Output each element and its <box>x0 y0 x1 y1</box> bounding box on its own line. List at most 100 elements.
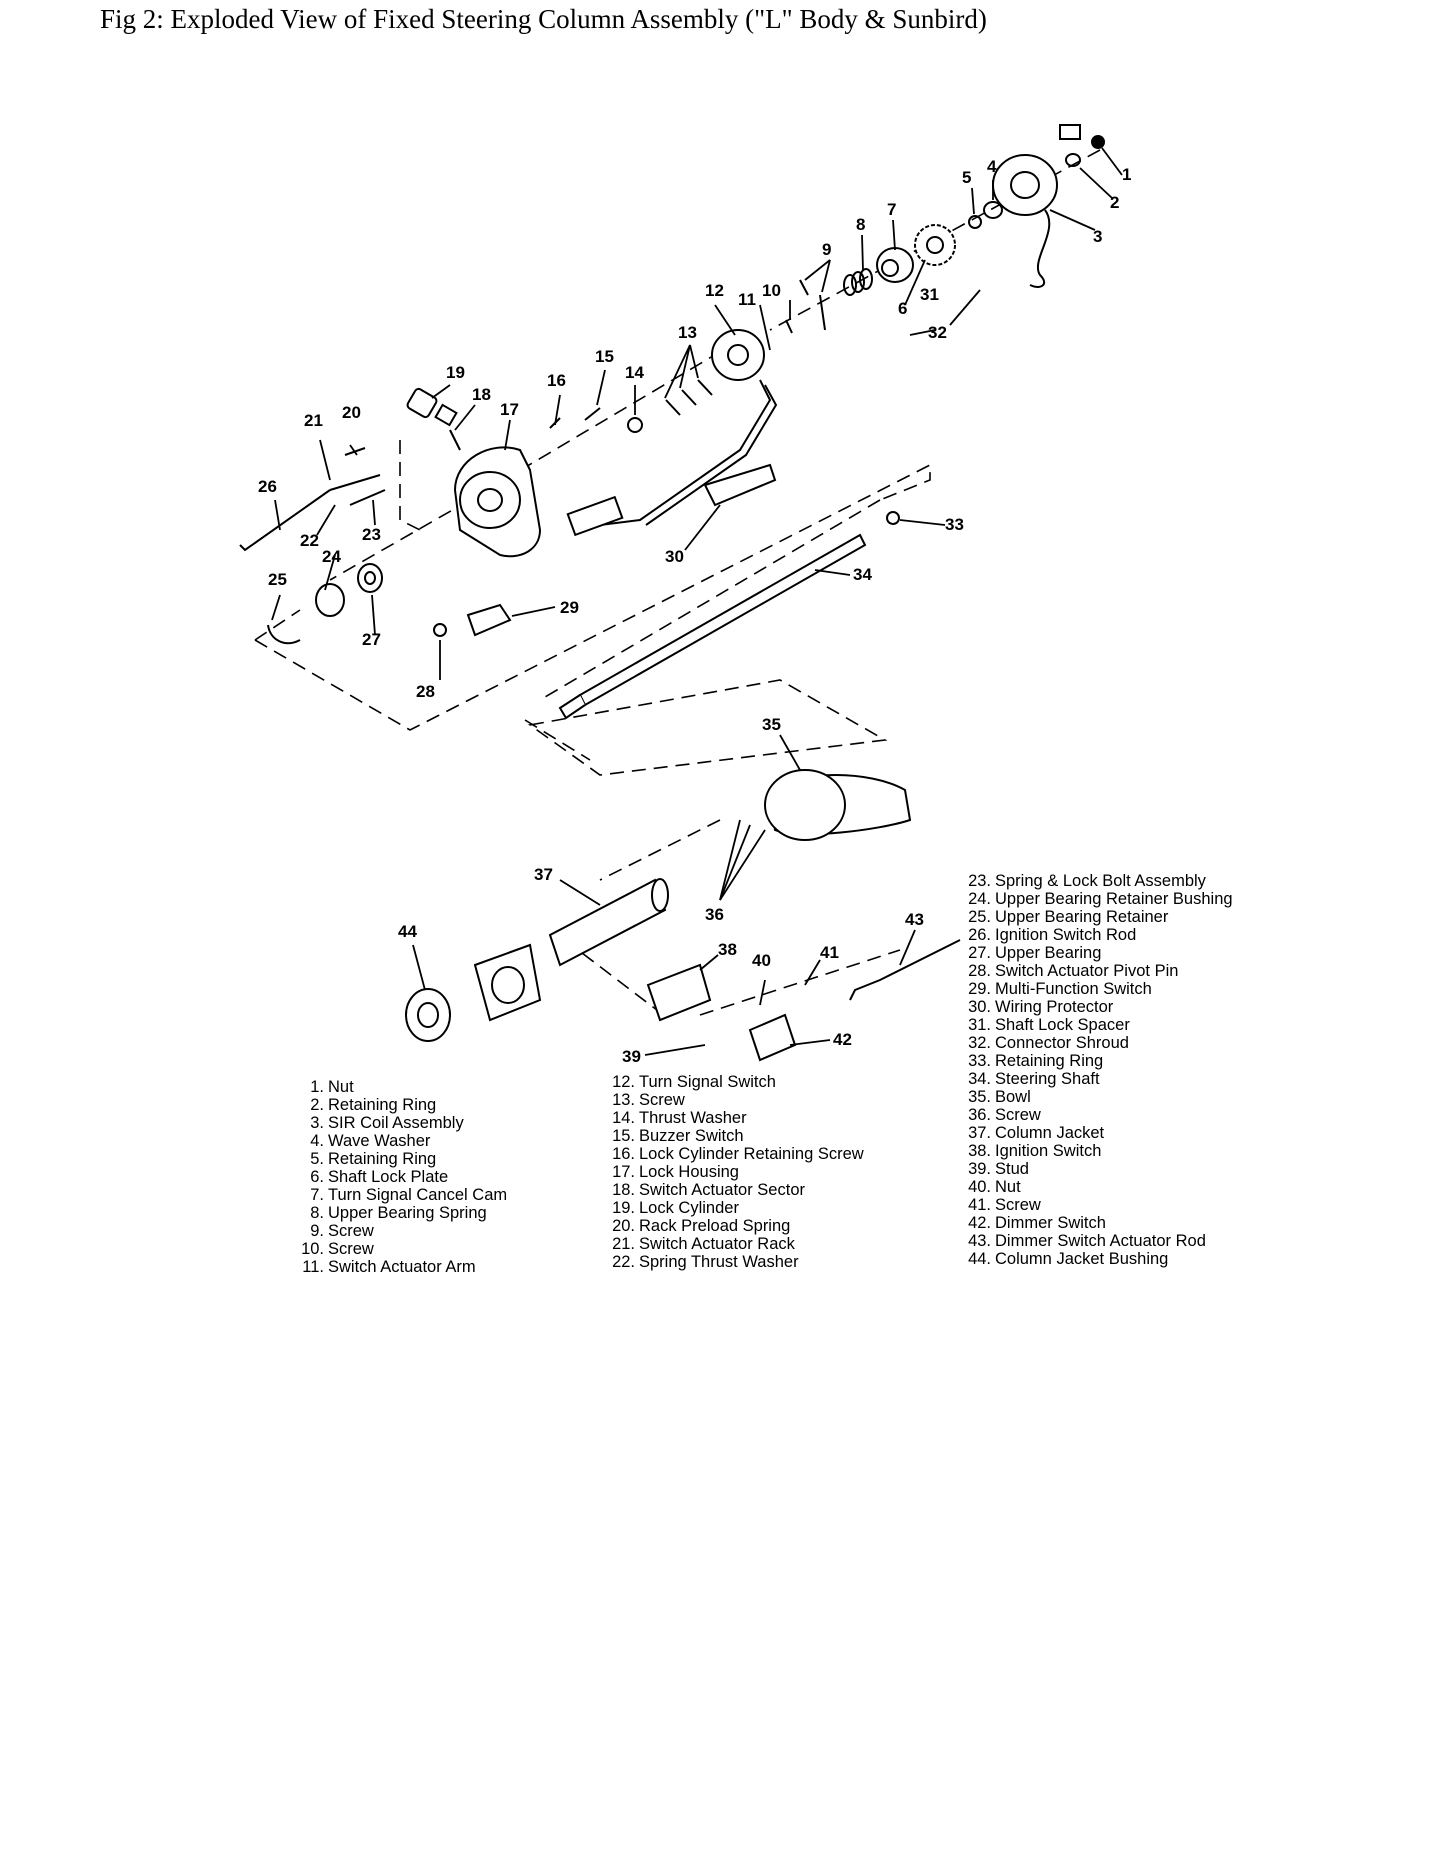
legend-label: Shaft Lock Spacer <box>995 1016 1130 1034</box>
legend-number: 10. <box>301 1240 324 1258</box>
callout-11: 11 <box>738 290 756 309</box>
legend-number: 12. <box>612 1073 635 1091</box>
legend-label: Turn Signal Cancel Cam <box>328 1186 508 1204</box>
legend-label: Turn Signal Switch <box>639 1073 776 1091</box>
legend-label: Screw <box>328 1222 374 1240</box>
legend-number: 33. <box>968 1052 991 1070</box>
legend-label: Retaining Ring <box>328 1150 437 1168</box>
legend-item: 29.Multi-Function Switch <box>963 980 1233 998</box>
callout-2: 2 <box>1110 193 1119 212</box>
callout-14: 14 <box>625 363 644 382</box>
legend-item: 40.Nut <box>963 1178 1233 1196</box>
column-jacket-bushing <box>405 988 451 1042</box>
legend-number: 31. <box>968 1016 991 1034</box>
legend-label: Ignition Switch Rod <box>995 926 1137 944</box>
legend-label: Lock Housing <box>639 1163 739 1181</box>
column-jacket <box>473 878 669 1022</box>
callout-29: 29 <box>560 598 579 617</box>
legend-number: 13. <box>612 1091 635 1109</box>
turn-signal-switch <box>566 329 778 537</box>
callout-35: 35 <box>762 715 781 734</box>
legend-item: 3.SIR Coil Assembly <box>296 1114 507 1132</box>
legend-label: Switch Actuator Sector <box>639 1181 805 1199</box>
legend-number: 35. <box>968 1088 991 1106</box>
legend-label: Nut <box>995 1178 1021 1196</box>
legend-label: Thrust Washer <box>639 1109 747 1127</box>
legend-item: 33.Retaining Ring <box>963 1052 1233 1070</box>
legend-item: 9.Screw <box>296 1222 507 1240</box>
legend-number: 27. <box>968 944 991 962</box>
callout-5: 5 <box>962 168 971 187</box>
nut-part <box>1091 135 1105 149</box>
callout-4: 4 <box>987 157 997 176</box>
legend-number: 7. <box>310 1186 324 1204</box>
legend-label: SIR Coil Assembly <box>328 1114 464 1132</box>
legend-number: 34. <box>968 1070 991 1088</box>
lock-cylinder <box>406 387 461 451</box>
shaft-lock-plate <box>914 224 956 266</box>
legend-item: 4.Wave Washer <box>296 1132 507 1150</box>
legend-item: 20.Rack Preload Spring <box>607 1217 864 1235</box>
legend-number: 11. <box>302 1258 324 1276</box>
legend-label: Buzzer Switch <box>639 1127 744 1145</box>
legend-number: 43. <box>968 1232 991 1250</box>
callout-13: 13 <box>678 323 697 342</box>
legend-number: 14. <box>612 1109 635 1127</box>
legend-item: 2.Retaining Ring <box>296 1096 507 1114</box>
callout-36: 36 <box>705 905 724 924</box>
legend-number: 24. <box>968 890 991 908</box>
legend-label: Ignition Switch <box>995 1142 1102 1160</box>
legend-number: 23. <box>968 872 991 890</box>
legend-item: 13.Screw <box>607 1091 864 1109</box>
callout-44: 44 <box>398 922 417 941</box>
legend-label: Switch Actuator Pivot Pin <box>995 962 1179 980</box>
legend-label: Rack Preload Spring <box>639 1217 791 1235</box>
legend-item: 31.Shaft Lock Spacer <box>963 1016 1233 1034</box>
legend-label: Upper Bearing Retainer Bushing <box>995 890 1233 908</box>
legend-number: 28. <box>968 962 991 980</box>
retaining-ring-33 <box>886 511 900 525</box>
callout-6: 6 <box>898 299 907 318</box>
callout-34: 34 <box>853 565 872 584</box>
legend-item: 39.Stud <box>963 1160 1233 1178</box>
callout-9: 9 <box>822 240 831 259</box>
legend-label: Upper Bearing Retainer <box>995 908 1169 926</box>
legend-label: Screw <box>639 1091 685 1109</box>
legend-item: 1.Nut <box>296 1078 507 1096</box>
callout-25: 25 <box>268 570 287 589</box>
legend-number: 26. <box>968 926 991 944</box>
callout-37: 37 <box>534 865 553 884</box>
legend-label: Multi-Function Switch <box>995 980 1152 998</box>
callout-32: 32 <box>928 323 947 342</box>
legend-number: 9. <box>310 1222 324 1240</box>
legend-item: 14.Thrust Washer <box>607 1109 864 1127</box>
callout-15: 15 <box>595 347 614 366</box>
legend-label: Column Jacket Bushing <box>995 1250 1169 1268</box>
legend-item: 10.Screw <box>296 1240 507 1258</box>
legend-number: 3. <box>310 1114 324 1132</box>
legend-item: 6.Shaft Lock Plate <box>296 1168 507 1186</box>
ignition-switch <box>646 963 712 1022</box>
figure-title: Fig 2: Exploded View of Fixed Steering C… <box>100 4 987 34</box>
legend-label: Lock Cylinder Retaining Screw <box>639 1145 864 1163</box>
legend-label: Shaft Lock Plate <box>328 1168 449 1186</box>
callout-40: 40 <box>752 951 771 970</box>
bowl <box>764 769 912 841</box>
screw-parts <box>549 279 826 433</box>
dimmer-switch-actuator-rod <box>849 939 961 1001</box>
legend-label: Retaining Ring <box>328 1096 437 1114</box>
legend-number: 8. <box>310 1204 324 1222</box>
callout-28: 28 <box>416 682 435 701</box>
callout-12: 12 <box>705 281 724 300</box>
legend-item: 19.Lock Cylinder <box>607 1199 864 1217</box>
legend-label: Steering Shaft <box>995 1070 1100 1088</box>
legend-number: 40. <box>968 1178 991 1196</box>
ignition-switch-rod <box>239 447 386 552</box>
callout-18: 18 <box>472 385 491 404</box>
callout-41: 41 <box>820 943 839 962</box>
callout-20: 20 <box>342 403 361 422</box>
legend-label: Switch Actuator Rack <box>639 1235 795 1253</box>
legend-label: Retaining Ring <box>995 1052 1104 1070</box>
legend-item: 15.Buzzer Switch <box>607 1127 864 1145</box>
